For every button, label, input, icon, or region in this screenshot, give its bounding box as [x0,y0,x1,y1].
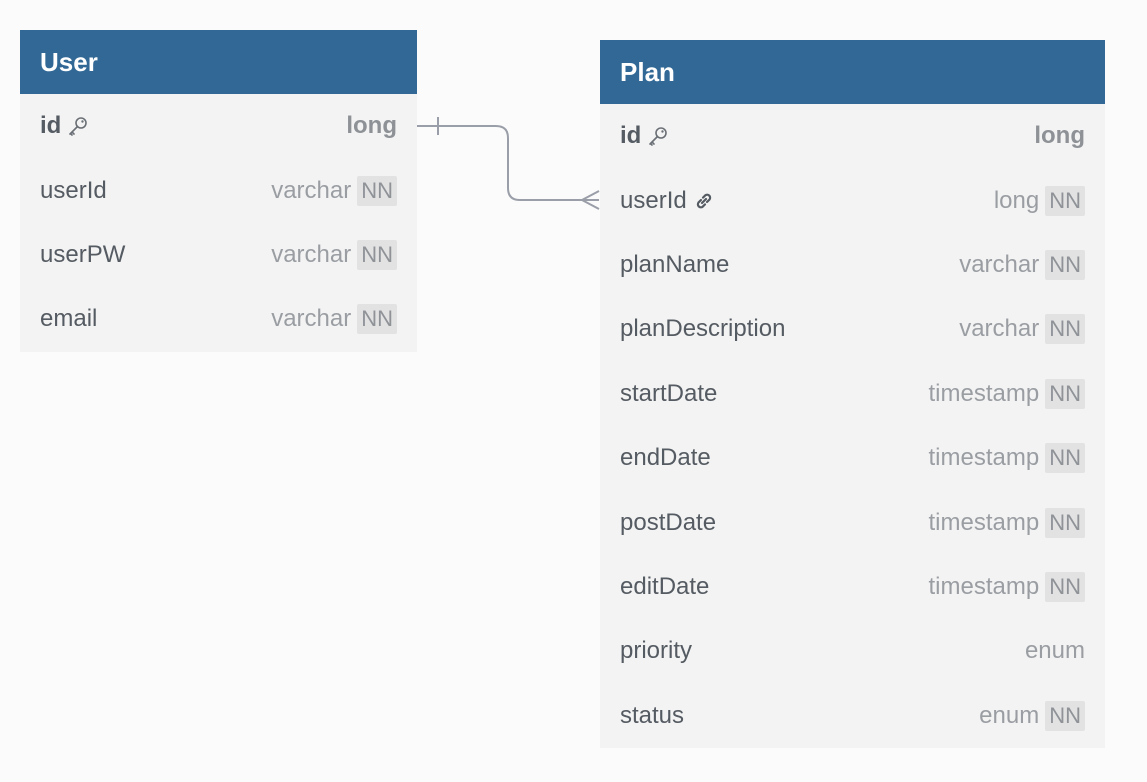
table-user-row-email[interactable]: email varchar NN [20,287,417,351]
column-name: userId [40,176,107,204]
column-name: id [620,122,669,150]
not-null-badge: NN [1045,571,1085,602]
column-type: long [1034,122,1085,150]
key-icon [67,115,89,137]
not-null-badge: NN [1045,314,1085,345]
link-icon [693,190,715,212]
column-type: varchar [271,240,352,268]
table-plan[interactable]: Plan id long userId long NN planName var… [600,40,1105,748]
column-name: postDate [620,508,717,536]
table-plan-row-startDate[interactable]: startDate timestamp NN [600,362,1105,426]
column-name: startDate [620,379,718,407]
not-null-badge: NN [357,175,397,206]
not-null-badge: NN [357,304,397,335]
table-plan-row-postDate[interactable]: postDate timestamp NN [600,490,1105,554]
column-type: enum [979,701,1040,729]
column-type: varchar [959,250,1040,278]
column-type: enum [1024,637,1085,665]
column-name: priority [620,637,693,665]
table-user-row-userPW[interactable]: userPW varchar NN [20,223,417,287]
not-null-badge: NN [1045,700,1085,731]
column-name: email [40,305,98,333]
not-null-badge: NN [1045,185,1085,216]
many-marker-top [581,190,600,201]
column-type: timestamp [928,444,1040,472]
column-type: long [993,186,1040,214]
column-type: varchar [271,305,352,333]
table-user-row-id[interactable]: id long [20,94,417,158]
table-plan-row-priority[interactable]: priority enum [600,619,1105,683]
column-name: editDate [620,572,710,600]
table-user-row-userId[interactable]: userId varchar NN [20,158,417,222]
table-plan-row-planDescription[interactable]: planDescription varchar NN [600,297,1105,361]
table-plan-row-editDate[interactable]: editDate timestamp NN [600,555,1105,619]
column-name: planDescription [620,315,786,343]
column-type: long [346,112,397,140]
not-null-badge: NN [1045,443,1085,474]
not-null-badge: NN [1045,507,1085,538]
column-type: varchar [271,176,352,204]
column-type: varchar [959,315,1040,343]
table-user-header[interactable]: User [20,30,417,94]
relationship-line [417,125,599,201]
column-name: id [40,112,89,140]
table-plan-row-status[interactable]: status enum NN [600,684,1105,748]
table-user-title: User [40,46,98,77]
many-marker-bottom [581,199,600,210]
key-icon [647,125,669,147]
table-plan-row-planName[interactable]: planName varchar NN [600,233,1105,297]
table-plan-row-userId[interactable]: userId long NN [600,168,1105,232]
column-name: userId [620,187,715,215]
not-null-badge: NN [1045,249,1085,280]
table-plan-row-id[interactable]: id long [600,104,1105,168]
table-plan-title: Plan [620,56,675,87]
column-type: timestamp [928,379,1040,407]
column-name: planName [620,250,730,278]
column-type: timestamp [928,508,1040,536]
table-plan-header[interactable]: Plan [600,40,1105,104]
table-plan-row-endDate[interactable]: endDate timestamp NN [600,426,1105,490]
column-name: userPW [40,240,126,268]
table-user[interactable]: User id long userId varchar NN userPW va… [20,30,417,352]
not-null-badge: NN [1045,378,1085,409]
not-null-badge: NN [357,239,397,270]
column-name: endDate [620,444,711,472]
column-type: timestamp [928,572,1040,600]
column-name: status [620,701,685,729]
